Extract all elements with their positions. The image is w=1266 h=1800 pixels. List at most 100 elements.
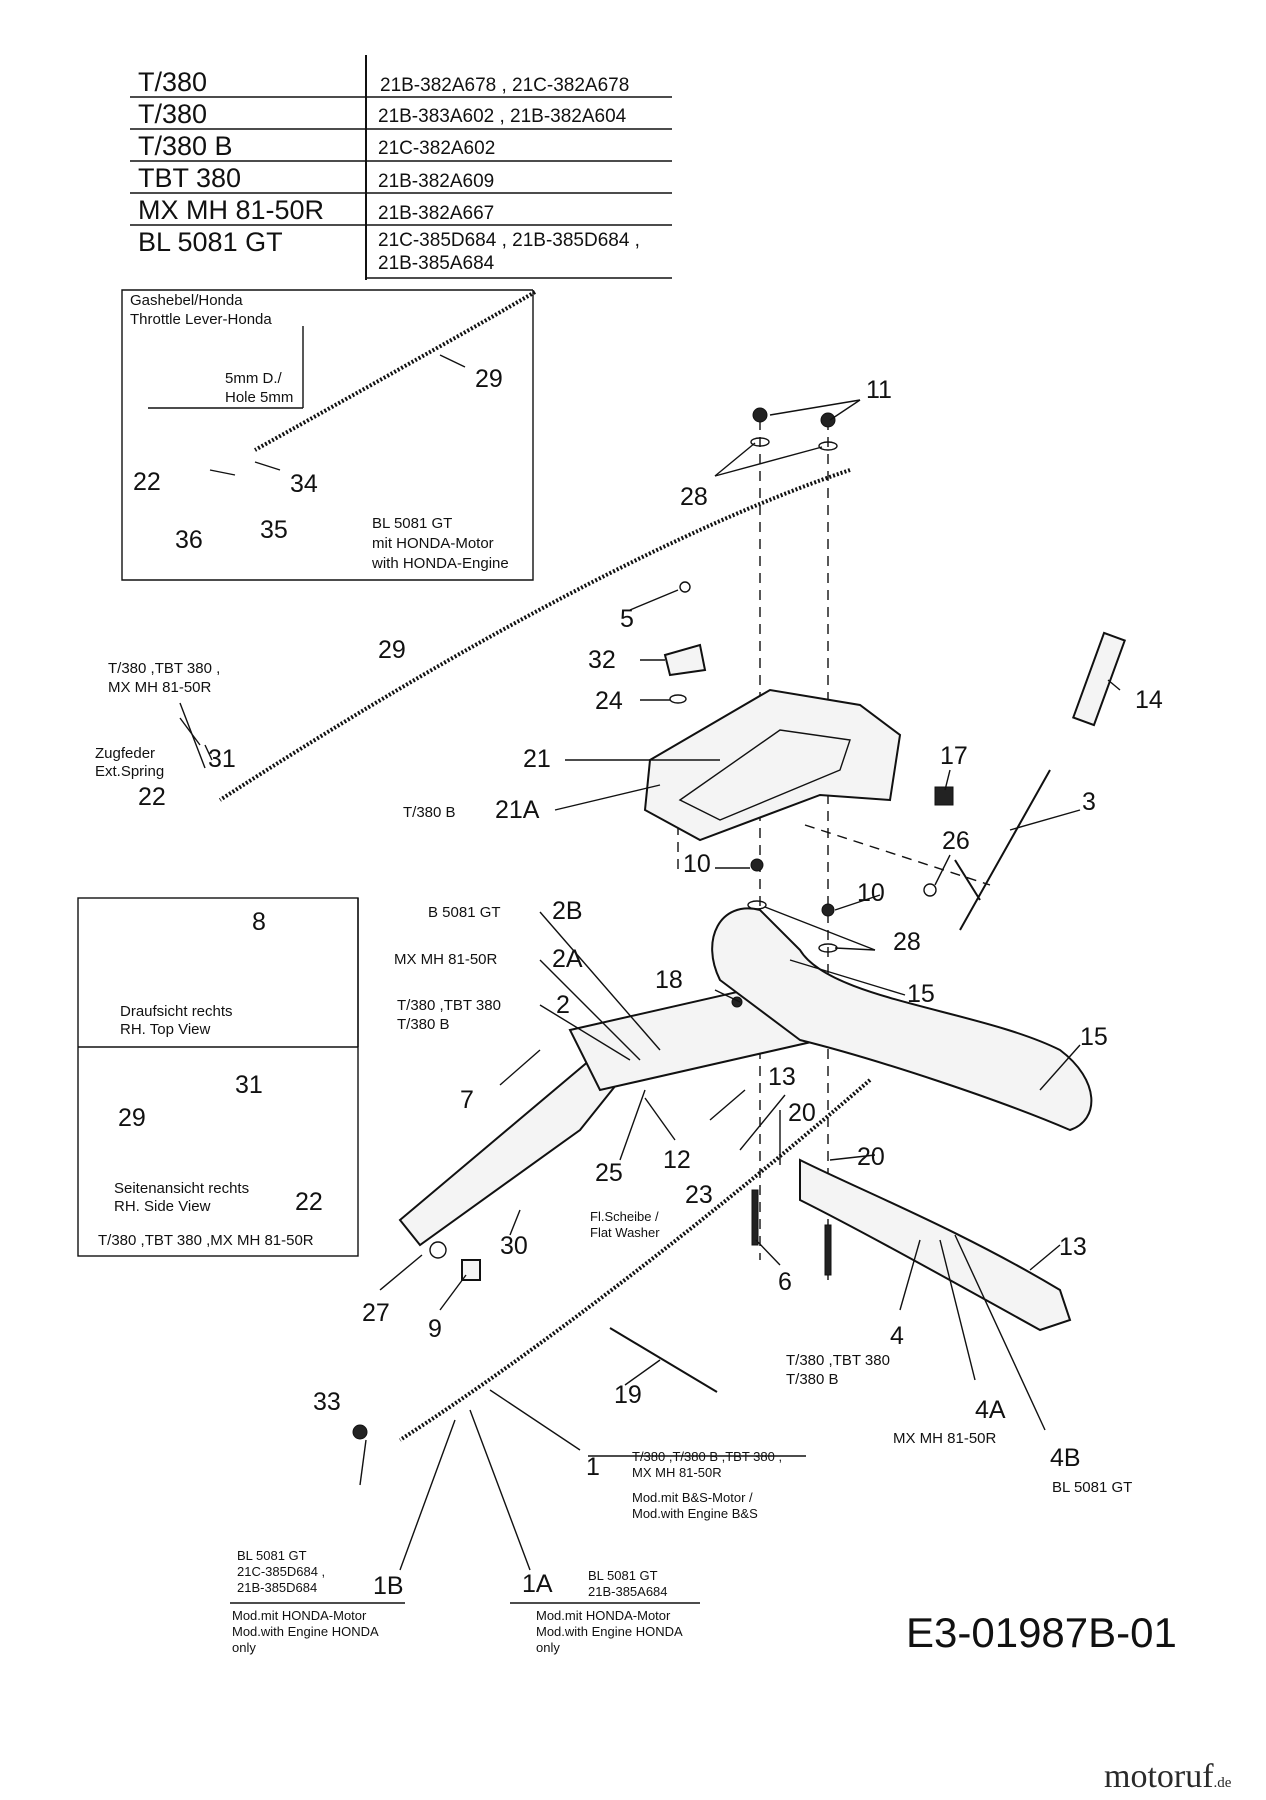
part1-label-en: Mod.with Engine B&S	[632, 1506, 758, 1521]
table-codes-3: 21C-382A602	[378, 138, 496, 159]
part1b-label-only: only	[232, 1640, 256, 1655]
inset-honda-note-2: mit HONDA-Motor	[372, 535, 494, 552]
brand-logo: motoruf.de	[1104, 1760, 1231, 1794]
callout-32: 32	[588, 646, 616, 674]
cable-29	[218, 468, 851, 802]
callout-17: 17	[940, 742, 968, 770]
callout-5: 5	[620, 605, 634, 633]
label-t380-tbt: T/380 ,TBT 380	[397, 997, 501, 1014]
leader-lines	[179, 354, 1121, 1604]
part4-models-2: T/380 B	[786, 1371, 839, 1388]
callout-6: 6	[778, 1268, 792, 1296]
inset-side-models: T/380 ,TBT 380 ,MX MH 81-50R	[98, 1232, 314, 1249]
callout-28-mid: 28	[893, 928, 921, 956]
table-codes-6b: 21B-385A684	[378, 253, 495, 274]
inset-honda-title-en: Throttle Lever-Honda	[130, 311, 272, 328]
callout-12: 12	[663, 1146, 691, 1174]
callout-30: 30	[500, 1232, 528, 1260]
table-codes-2: 21B-383A602 , 21B-382A604	[378, 106, 627, 127]
callout-23: 23	[685, 1181, 713, 1209]
cable-1	[398, 1078, 872, 1442]
callout-2: 2	[556, 991, 570, 1019]
inset-callout-22: 22	[133, 468, 161, 496]
callout-3: 3	[1082, 788, 1096, 816]
part1a-models-1: BL 5081 GT	[588, 1568, 658, 1583]
table-codes-4: 21B-382A609	[378, 171, 495, 192]
part1a-label-en: Mod.with Engine HONDA	[536, 1624, 683, 1639]
callout-27: 27	[362, 1299, 390, 1327]
inset-side-label-en: RH. Side View	[114, 1198, 211, 1215]
callout-31: 31	[208, 745, 236, 773]
callout-2b: 2B	[552, 897, 583, 925]
callout-15-right: 15	[1080, 1023, 1108, 1051]
callout-15-mid: 15	[907, 980, 935, 1008]
table-model-5: MX MH 81-50R	[138, 195, 325, 225]
part4-models-1: T/380 ,TBT 380	[786, 1352, 890, 1369]
document-number: E3-01987B-01	[906, 1609, 1177, 1656]
callout-25: 25	[595, 1159, 623, 1187]
table-codes-1: 21B-382A678 , 21C-382A678	[380, 75, 630, 96]
grip	[1071, 631, 1127, 727]
inset-callout-34: 34	[290, 470, 318, 498]
callout-14: 14	[1135, 686, 1163, 714]
callout-22-main: 22	[138, 783, 166, 811]
assembly-axes	[677, 420, 991, 1280]
part1-models-2: MX MH 81-50R	[632, 1465, 722, 1480]
inset-callout-29: 29	[475, 365, 503, 393]
callout-18: 18	[655, 966, 683, 994]
table-model-6: BL 5081 GT	[138, 227, 283, 257]
label-t380b-2: T/380 B	[397, 1016, 450, 1033]
callout-1b: 1B	[373, 1572, 404, 1600]
callout-9: 9	[428, 1315, 442, 1343]
label-mxmh: MX MH 81-50R	[394, 951, 498, 968]
callout-29-main: 29	[378, 636, 406, 664]
brand-name: motoruf	[1104, 1758, 1214, 1795]
callout-2a: 2A	[552, 945, 583, 973]
part1b-models-1: BL 5081 GT	[237, 1548, 307, 1563]
part1b-models-2: 21C-385D684 ,	[237, 1564, 326, 1579]
washer-label-en: Flat Washer	[590, 1225, 660, 1240]
lower-handle	[799, 1158, 1072, 1332]
label-t380b: T/380 B	[403, 804, 456, 821]
callout-1a: 1A	[522, 1570, 553, 1598]
upper-handle	[711, 907, 1093, 1132]
callout-11: 11	[866, 376, 892, 404]
callout-20-right: 20	[857, 1143, 885, 1171]
inset-honda-note-1: BL 5081 GT	[372, 515, 453, 532]
callout-4b: 4B	[1050, 1444, 1081, 1472]
spring-label-de: Zugfeder	[95, 745, 156, 762]
handle-bracket	[398, 1058, 622, 1247]
inset-top-label-de: Draufsicht rechts	[120, 1003, 233, 1020]
brand-suffix: .de	[1213, 1775, 1232, 1791]
label-b5081: B 5081 GT	[428, 904, 501, 921]
model-table-lines	[130, 55, 672, 280]
inset-callout-36: 36	[175, 526, 203, 554]
part1b-models-3: 21B-385D684	[237, 1580, 318, 1595]
callout-13-top: 13	[768, 1063, 796, 1091]
inset-honda-title-de: Gashebel/Honda	[130, 292, 243, 309]
inset-honda-hole-en: Hole 5mm	[225, 389, 294, 406]
callout-13-right: 13	[1059, 1233, 1087, 1261]
part1-models-1: T/380 ,T/380 B ,TBT 380 ,	[632, 1449, 783, 1464]
table-model-3: T/380 B	[138, 131, 233, 161]
callout-26: 26	[942, 827, 970, 855]
part1b-label-en: Mod.with Engine HONDA	[232, 1624, 379, 1639]
callout-20-left: 20	[788, 1099, 816, 1127]
callout-10-left: 10	[683, 850, 711, 878]
washer-label-de: Fl.Scheibe /	[590, 1209, 659, 1224]
table-model-2: T/380	[138, 99, 208, 129]
part1-label-de: Mod.mit B&S-Motor /	[632, 1490, 753, 1505]
inset-side-label-de: Seitenansicht rechts	[114, 1180, 250, 1197]
spring-models-1: T/380 ,TBT 380 ,	[108, 660, 221, 677]
inset-top-callout-8: 8	[252, 908, 266, 936]
callout-21a: 21A	[495, 796, 540, 824]
callout-21: 21	[523, 745, 551, 773]
part4b-models: BL 5081 GT	[1052, 1479, 1133, 1496]
inset-side-callout-22: 22	[295, 1188, 323, 1216]
table-model-1: T/380	[138, 67, 208, 97]
callout-7: 7	[460, 1086, 474, 1114]
callout-4a: 4A	[975, 1396, 1006, 1424]
inset-side-callout-29: 29	[118, 1104, 146, 1132]
